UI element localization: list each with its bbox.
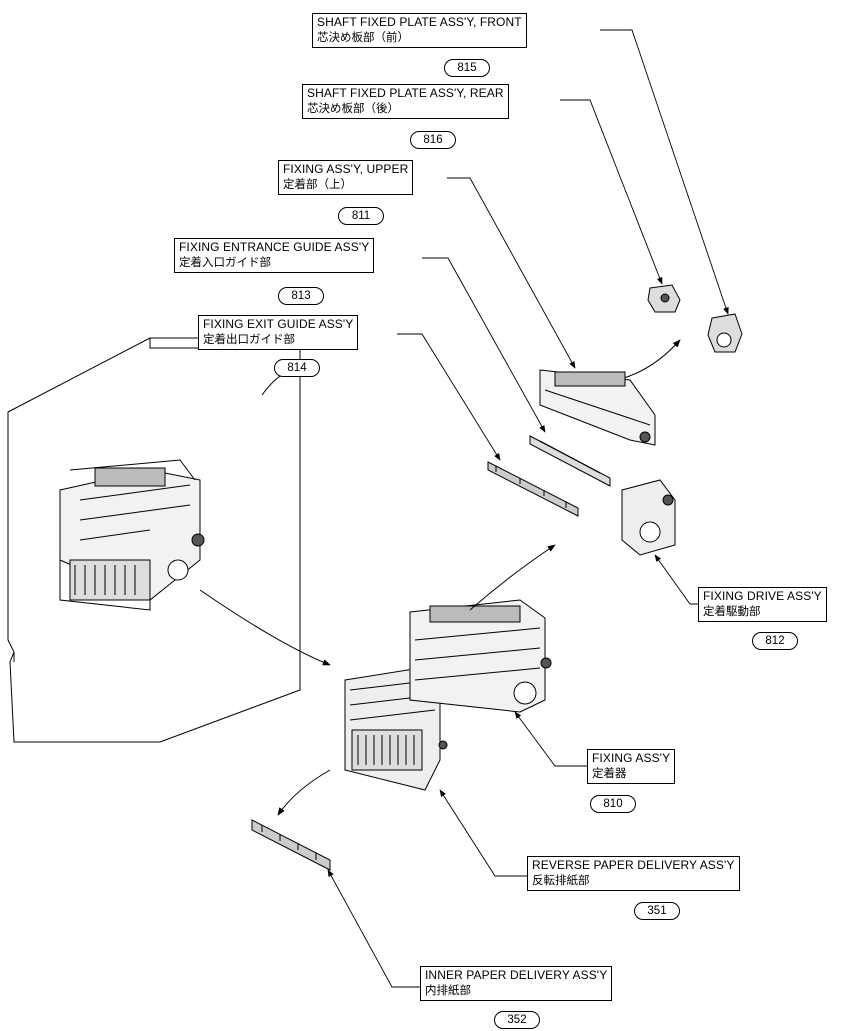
leader-lines <box>327 29 740 988</box>
part-number-badge: 352 <box>494 1011 540 1029</box>
callout-inner-paper-delivery: INNER PAPER DELIVERY ASS'Y 内排紙部 <box>420 966 613 1001</box>
label-jp: 芯決め板部（後） <box>307 101 399 115</box>
label-jp: 内排紙部 <box>425 983 471 997</box>
label-en: FIXING ENTRANCE GUIDE ASS'Y <box>179 240 370 254</box>
callout-fixing-drive: FIXING DRIVE ASS'Y 定着駆動部 <box>698 587 827 622</box>
part-number-badge: 351 <box>634 902 680 920</box>
part-number-badge: 810 <box>590 795 636 813</box>
label-en: FIXING EXIT GUIDE ASS'Y <box>203 317 354 331</box>
callout-fixing-upper: FIXING ASS'Y, UPPER 定着部（上） <box>278 160 414 195</box>
part-number-badge: 816 <box>410 131 456 149</box>
label-en: REVERSE PAPER DELIVERY ASS'Y <box>532 858 735 872</box>
label-jp: 定着入口ガイド部 <box>179 255 271 269</box>
label-jp: 定着出口ガイド部 <box>203 332 295 346</box>
callout-entrance-guide: FIXING ENTRANCE GUIDE ASS'Y 定着入口ガイド部 <box>174 238 375 273</box>
label-en: FIXING ASS'Y <box>592 751 671 765</box>
label-jp: 定着器 <box>592 766 627 780</box>
callout-fixing-assy: FIXING ASS'Y 定着器 <box>587 749 676 784</box>
inner-paper-delivery-drawing <box>251 819 331 871</box>
flow-arrow <box>623 339 681 379</box>
flow-arrow <box>469 544 556 611</box>
part-number-badge: 813 <box>278 287 324 305</box>
shaft-plate-front-drawing <box>707 313 743 353</box>
flow-arrow <box>199 589 331 666</box>
fixing-unit-in-printer-drawing <box>59 459 205 611</box>
flow-arrow <box>277 769 331 816</box>
callout-reverse-paper-delivery: REVERSE PAPER DELIVERY ASS'Y 反転排紙部 <box>527 856 740 891</box>
part-number-badge: 811 <box>338 207 384 225</box>
callout-shaft-plate-front: SHAFT FIXED PLATE ASS'Y, FRONT 芯決め板部（前） <box>312 13 527 48</box>
label-en: INNER PAPER DELIVERY ASS'Y <box>425 968 608 982</box>
label-en: SHAFT FIXED PLATE ASS'Y, REAR <box>307 86 504 100</box>
fixing-assy-drawing <box>409 599 552 713</box>
label-jp: 芯決め板部（前） <box>317 30 409 44</box>
callout-shaft-plate-rear: SHAFT FIXED PLATE ASS'Y, REAR 芯決め板部（後） <box>302 84 509 119</box>
fixing-drive-drawing <box>621 479 676 556</box>
entrance-guide-drawing <box>529 435 611 487</box>
label-jp: 反転排紙部 <box>532 873 590 887</box>
fixing-upper-drawing <box>539 369 656 446</box>
part-number-badge: 814 <box>274 359 320 377</box>
label-en: SHAFT FIXED PLATE ASS'Y, FRONT <box>317 15 522 29</box>
part-number-badge: 812 <box>752 632 798 650</box>
shaft-plate-rear-drawing <box>647 284 681 313</box>
label-jp: 定着部（上） <box>283 177 352 191</box>
callout-exit-guide: FIXING EXIT GUIDE ASS'Y 定着出口ガイド部 <box>198 315 359 350</box>
label-jp: 定着駆動部 <box>703 604 761 618</box>
part-number-badge: 815 <box>444 59 490 77</box>
exit-guide-drawing <box>487 461 579 517</box>
label-en: FIXING DRIVE ASS'Y <box>703 589 822 603</box>
label-en: FIXING ASS'Y, UPPER <box>283 162 409 176</box>
